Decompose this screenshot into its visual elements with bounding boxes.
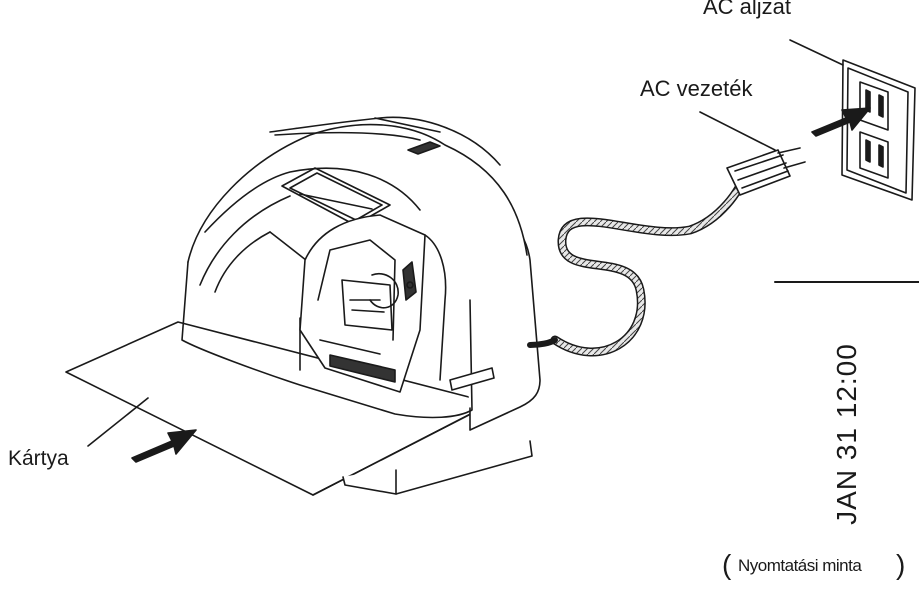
card-label: Kártya bbox=[8, 447, 69, 470]
caption-close-paren: ) bbox=[896, 549, 906, 580]
ac-cord-label: AC vezeték bbox=[640, 76, 753, 101]
insert-plug-arrow-icon bbox=[811, 107, 871, 137]
time-clock-machine-icon bbox=[181, 116, 541, 495]
print-sample-caption: Nyomtatási minta bbox=[738, 556, 862, 575]
ac-outlet-label: AC aljzat bbox=[703, 0, 792, 19]
ac-cord-icon bbox=[527, 170, 750, 357]
plug-icon bbox=[726, 147, 806, 196]
insert-card-arrow-icon bbox=[131, 429, 197, 463]
wall-outlet-icon bbox=[841, 59, 916, 201]
print-sample-stamp: JAN 31 12:00 bbox=[831, 343, 862, 525]
caption-open-paren: ( bbox=[722, 549, 732, 580]
